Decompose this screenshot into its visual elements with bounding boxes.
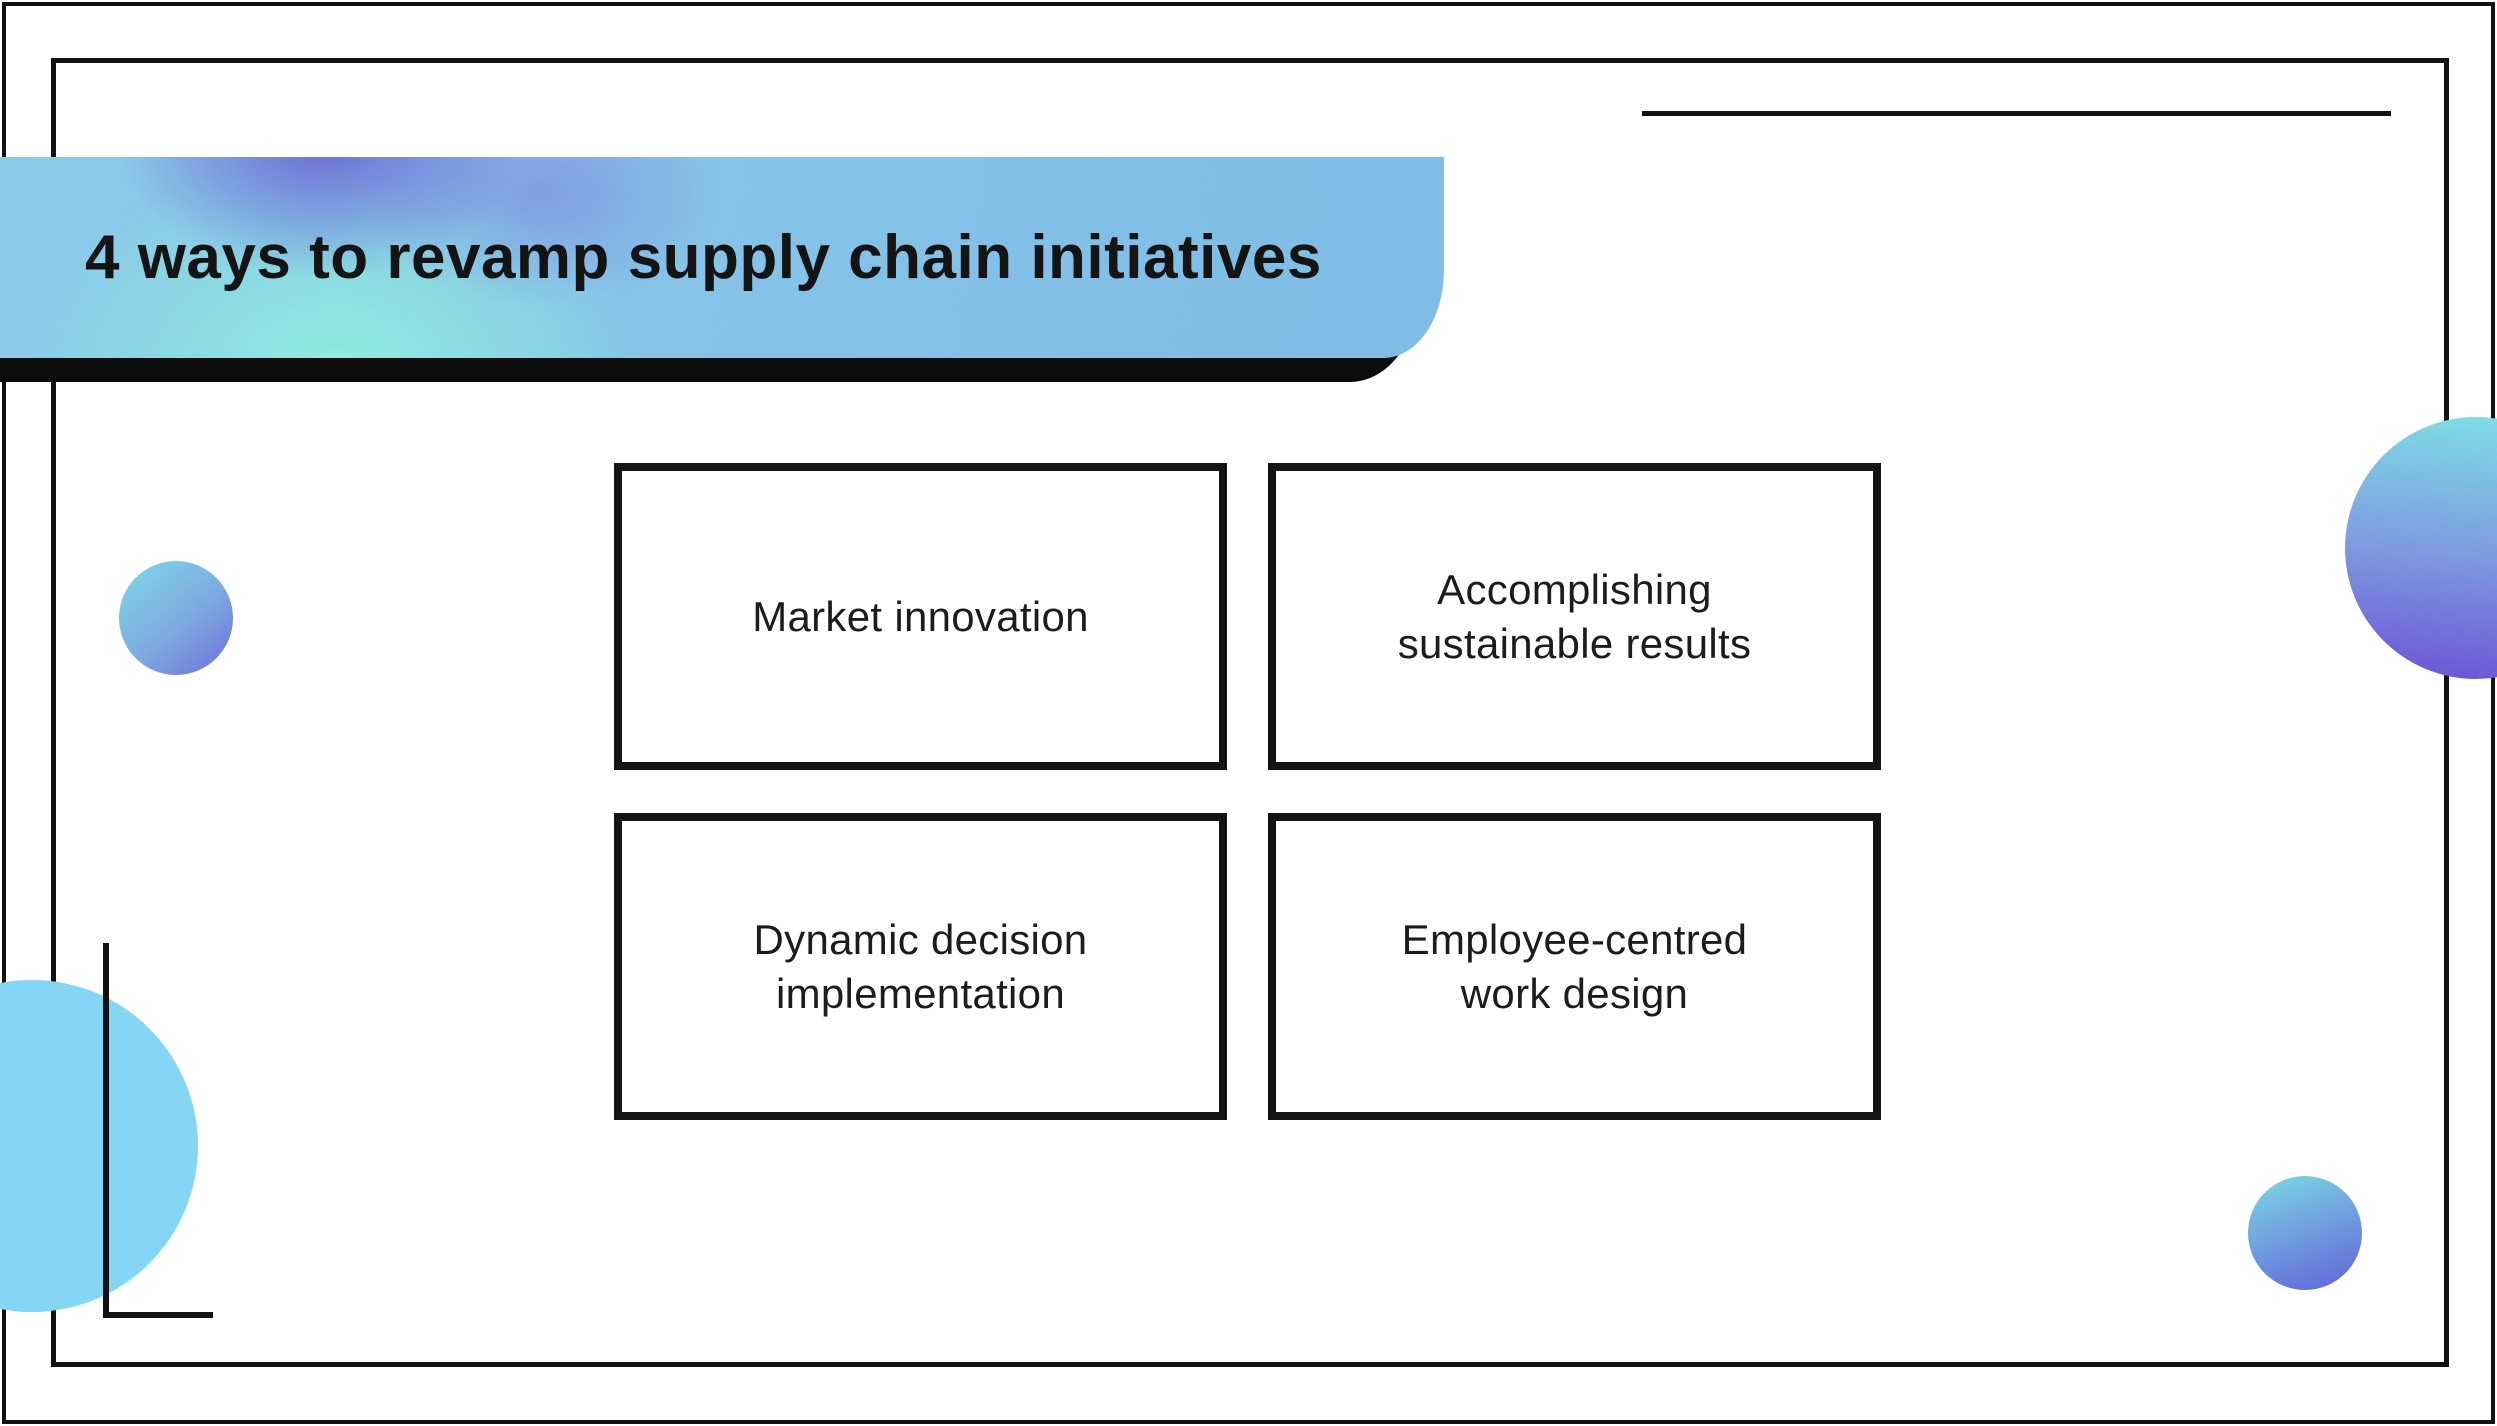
decor-circle-left <box>119 561 233 675</box>
box-label-line: sustainable results <box>1397 619 1752 667</box>
box-label-line: Accomplishing <box>1437 565 1712 613</box>
initiative-box-dynamic-decision: Dynamic decision implementation <box>614 813 1227 1120</box>
slide-title: 4 ways to revamp supply chain initiative… <box>85 223 1322 292</box>
corner-bracket-horizontal <box>103 1312 213 1318</box>
box-label-line: Market innovation <box>752 592 1089 640</box>
box-label-line: Dynamic decision <box>753 915 1088 963</box>
title-banner: 4 ways to revamp supply chain initiative… <box>0 157 1444 358</box>
decor-circle-bottom-right <box>2248 1176 2362 1290</box>
box-label-line: Employee-centred <box>1401 915 1748 963</box>
initiative-box-sustainable-results: Accomplishing sustainable results <box>1268 463 1881 770</box>
box-label: Accomplishing sustainable results <box>1398 563 1752 671</box>
corner-bracket-vertical <box>103 943 109 1318</box>
initiative-box-market-innovation: Market innovation <box>614 463 1227 770</box>
box-label: Market innovation <box>752 590 1089 644</box>
box-label: Dynamic decision implementation <box>754 913 1088 1021</box>
box-label-line: implementation <box>775 969 1065 1017</box>
top-right-divider-line <box>1642 111 2391 116</box>
initiative-box-employee-centred: Employee-centred work design <box>1268 813 1881 1120</box>
box-label: Employee-centred work design <box>1402 913 1748 1021</box>
inner-frame <box>51 58 2449 1367</box>
box-label-line: work design <box>1460 969 1689 1017</box>
